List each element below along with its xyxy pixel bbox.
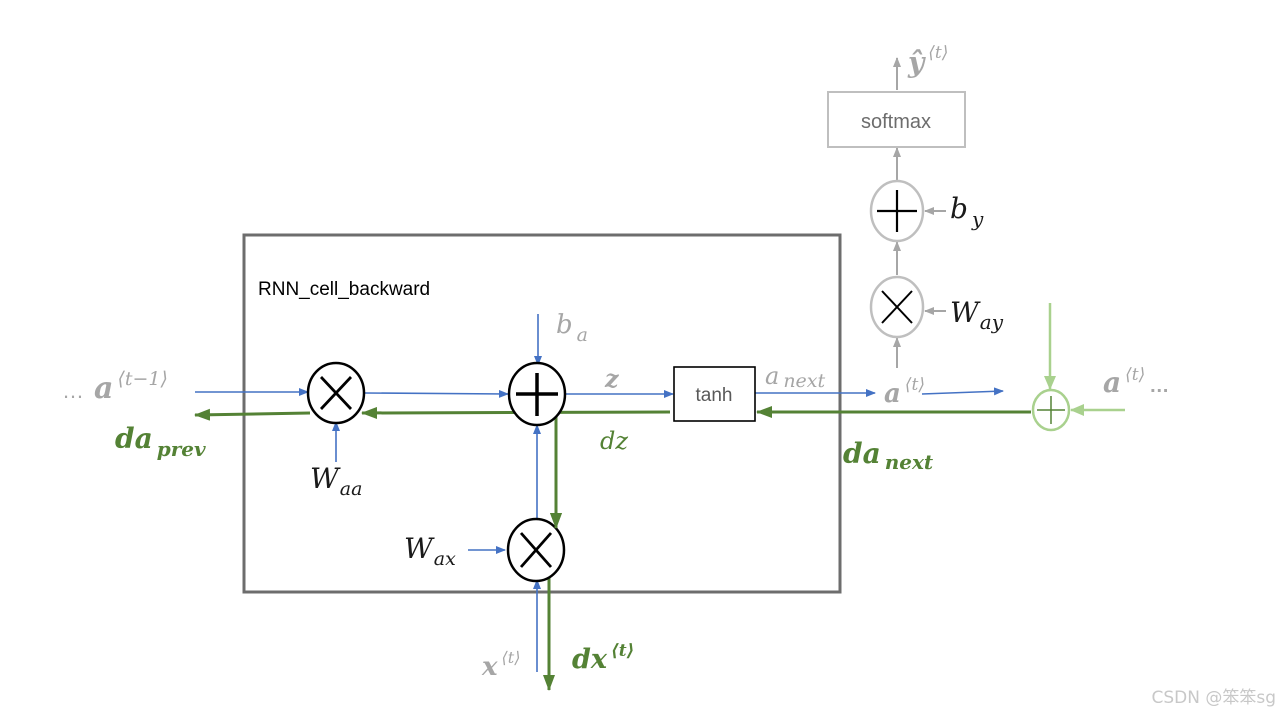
- mul-way-node: [869, 275, 925, 339]
- tanh-label: tanh: [696, 385, 733, 406]
- label-y-hat: ŷ ⟨t⟩: [907, 43, 948, 79]
- grad-add-node: [1031, 388, 1071, 432]
- label-a-next: a next: [765, 362, 826, 392]
- label-dx-t: dx ⟨t⟩: [572, 641, 634, 675]
- label-a-t-right: a ⟨t⟩ …: [1103, 365, 1169, 399]
- label-w-ay: W ay: [950, 296, 1004, 334]
- label-b-y: b y: [950, 192, 984, 231]
- cell-title: RNN_cell_backward: [258, 279, 430, 300]
- label-x-t: x ⟨t⟩: [481, 648, 520, 682]
- watermark: CSDN @笨笨sg: [1151, 688, 1276, 708]
- label-da-prev: da prev: [115, 422, 206, 461]
- arrow-da-prev: [194, 408, 311, 421]
- softmax-box: [827, 91, 966, 148]
- label-a-prev: … a ⟨t−1⟩: [62, 368, 168, 406]
- label-b-a: b a: [556, 310, 588, 346]
- label-z: z: [604, 364, 620, 393]
- mul-wax-node: [506, 517, 566, 583]
- arrow-mul-to-add: [364, 389, 509, 398]
- label-w-ax: W ax: [404, 532, 456, 570]
- add-by-node: [869, 179, 925, 243]
- arrow-at-to-next: [921, 387, 1004, 396]
- softmax-label: softmax: [861, 111, 931, 133]
- tanh-box: [673, 366, 756, 422]
- add-ba-node: [507, 361, 567, 427]
- label-w-aa: W aa: [310, 462, 362, 500]
- label-dz: dz: [600, 427, 628, 455]
- label-da-next: da next: [843, 437, 934, 474]
- mul-waa-node: [306, 361, 366, 425]
- label-a-t: a ⟨t⟩: [884, 375, 925, 409]
